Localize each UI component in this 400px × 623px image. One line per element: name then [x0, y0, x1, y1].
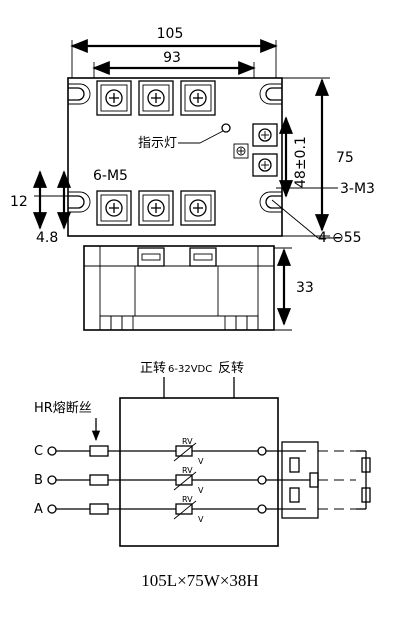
control-label-right: 反转	[218, 361, 244, 376]
dim-left-offset: 4.8	[36, 230, 58, 246]
side-body	[83, 245, 275, 331]
control-label-left: 正转	[140, 361, 166, 376]
svg-text:RV: RV	[182, 466, 193, 475]
schematic: 正转 6-32VDC 反转 + − + HR熔断丝 C B A RV V	[34, 361, 371, 547]
mount-slot-top-left	[68, 83, 91, 105]
fuse-label: HR熔断丝	[34, 401, 92, 416]
relay-body-outline	[67, 77, 283, 237]
indicator-led	[221, 123, 231, 133]
dim-terminal-label: 6-M5	[93, 168, 128, 184]
dim-side-height: 33	[296, 280, 314, 296]
svg-text:V: V	[198, 457, 204, 466]
dim-hole-spacing: 48±0.1	[293, 136, 309, 188]
control-terminals	[233, 123, 278, 177]
dim-left-side: 12	[10, 194, 28, 210]
mount-slot-bottom-left	[68, 191, 91, 213]
phase-b: B	[34, 473, 43, 488]
indicator-label: 指示灯	[138, 136, 177, 151]
phase-c: C	[34, 444, 43, 459]
svg-text:V: V	[198, 515, 204, 524]
svg-text:RV: RV	[182, 437, 193, 446]
bottom-terminals	[96, 190, 216, 226]
side-view: 33	[83, 245, 314, 331]
svg-text:RV: RV	[182, 495, 193, 504]
svg-text:V: V	[198, 486, 204, 495]
top-terminals	[96, 80, 216, 116]
phase-a: A	[34, 502, 43, 517]
size-spec: 105L×75W×38H	[141, 571, 258, 590]
dim-height: 75	[336, 150, 354, 166]
dim-overall-width: 105	[157, 26, 184, 42]
schematic-module-box	[119, 397, 279, 547]
dim-screw-span: 93	[163, 50, 181, 66]
control-voltage: 6-32VDC	[168, 364, 212, 375]
dim-mount-holes: 4-⊖55	[318, 230, 362, 246]
dim-control-screws: 3-M3	[340, 181, 375, 197]
mount-slot-top-right	[259, 83, 282, 105]
top-view: 105 93	[10, 26, 375, 246]
mount-slot-bottom-right	[259, 191, 282, 213]
